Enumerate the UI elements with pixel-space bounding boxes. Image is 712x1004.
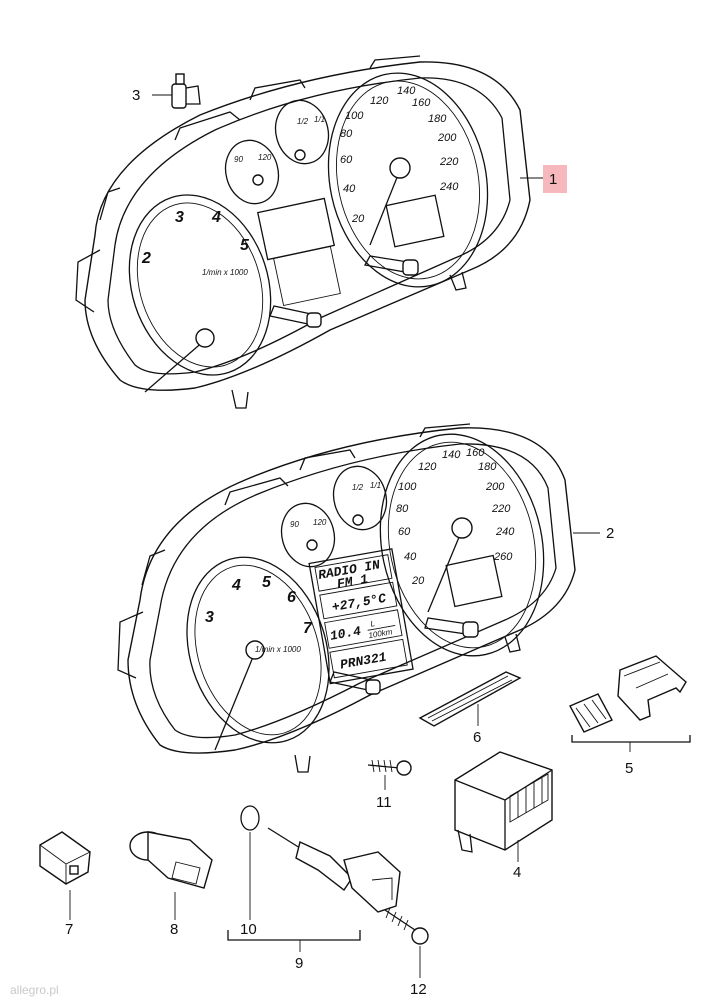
speed2-220: 220 — [491, 503, 511, 515]
speed2-60: 60 — [398, 526, 411, 538]
callouts: 1 2 3 4 5 6 7 8 9 10 11 12 — [65, 87, 633, 998]
tach2-label-6: 6 — [287, 589, 296, 606]
part-6-seal-strip — [418, 671, 522, 727]
part-3-bulb-holder — [152, 73, 201, 109]
display-line4: 10.4 — [329, 624, 363, 644]
display-unit-km: 100km — [368, 627, 394, 640]
speed1-20: 20 — [351, 213, 365, 225]
display-line2: FM 1 — [336, 572, 369, 592]
tach1-label-2: 2 — [141, 250, 151, 267]
speed2-260: 260 — [493, 551, 513, 563]
callout-7[interactable]: 7 — [65, 921, 73, 938]
speed2-140: 140 — [442, 449, 461, 461]
callout-9[interactable]: 9 — [295, 955, 303, 972]
instrument-cluster-1: 2 3 4 5 1/min x 1000 90 120 1/2 1/1 20 4… — [75, 55, 531, 409]
callout-4[interactable]: 4 — [513, 864, 521, 881]
speed1-200: 200 — [437, 132, 457, 144]
tach2-label-5: 5 — [262, 574, 272, 591]
speed2-80: 80 — [396, 503, 409, 515]
tach2-label-4: 4 — [231, 577, 241, 594]
speed1-220: 220 — [439, 156, 459, 168]
speed2-20: 20 — [411, 575, 425, 587]
temp1-label-120: 120 — [258, 153, 272, 162]
speed1-40: 40 — [343, 183, 356, 195]
callout-8[interactable]: 8 — [170, 921, 178, 938]
fuel1-label-half: 1/2 — [297, 117, 309, 126]
speed2-160: 160 — [466, 447, 485, 459]
tach1-label-3: 3 — [175, 209, 184, 226]
speed1-120: 120 — [370, 95, 389, 107]
speed1-60: 60 — [340, 154, 353, 166]
speed2-120: 120 — [418, 461, 437, 473]
tach1-label-4: 4 — [211, 209, 221, 226]
display-unit-l: L — [370, 619, 376, 629]
fuel1-label-full: 1/1 — [314, 115, 325, 124]
speed1-240: 240 — [439, 181, 459, 193]
part-8-sensor — [129, 831, 213, 920]
part-11-screw — [367, 759, 412, 790]
callout-5[interactable]: 5 — [625, 760, 633, 777]
speed2-40: 40 — [404, 551, 417, 563]
part-10-o-ring — [240, 805, 260, 920]
callout-10[interactable]: 10 — [240, 921, 257, 938]
tach1-unit: 1/min x 1000 — [202, 268, 248, 277]
tach1-label-5: 5 — [240, 237, 250, 254]
tach2-label-7: 7 — [303, 620, 313, 637]
speed1-140: 140 — [397, 85, 416, 97]
part-12-bolt — [384, 907, 429, 978]
tach2-unit: 1/min x 1000 — [255, 645, 301, 654]
instrument-cluster-2: RADIO IN FM 1 +27,5°C 10.4 L 100km PRN32… — [117, 423, 576, 773]
temp1-label-90: 90 — [234, 155, 243, 164]
part-9-sensor-assembly — [227, 827, 401, 952]
part-4-control-unit — [454, 751, 553, 862]
speed1-100: 100 — [345, 110, 364, 122]
callout-6[interactable]: 6 — [473, 729, 481, 746]
speed2-200: 200 — [485, 481, 505, 493]
callout-11[interactable]: 11 — [376, 794, 392, 811]
temp2-label-90: 90 — [290, 520, 299, 529]
watermark: allegro.pl — [10, 983, 59, 997]
callout-12[interactable]: 12 — [410, 981, 427, 998]
fuel2-label-full: 1/1 — [370, 481, 381, 490]
fuel2-label-half: 1/2 — [352, 483, 364, 492]
speed2-100: 100 — [398, 481, 417, 493]
part-7-connector — [39, 831, 91, 920]
callout-2[interactable]: 2 — [606, 525, 614, 542]
tach2-label-3: 3 — [205, 609, 214, 626]
callout-1[interactable]: 1 — [549, 171, 557, 188]
speed1-160: 160 — [412, 97, 431, 109]
temp2-label-120: 120 — [313, 518, 327, 527]
speed2-180: 180 — [478, 461, 497, 473]
speed1-180: 180 — [428, 113, 447, 125]
part-5-connectors — [569, 655, 691, 752]
callout-3[interactable]: 3 — [132, 87, 140, 104]
speed2-240: 240 — [495, 526, 515, 538]
speed1-80: 80 — [340, 128, 353, 140]
callout-1-highlight — [543, 165, 567, 193]
